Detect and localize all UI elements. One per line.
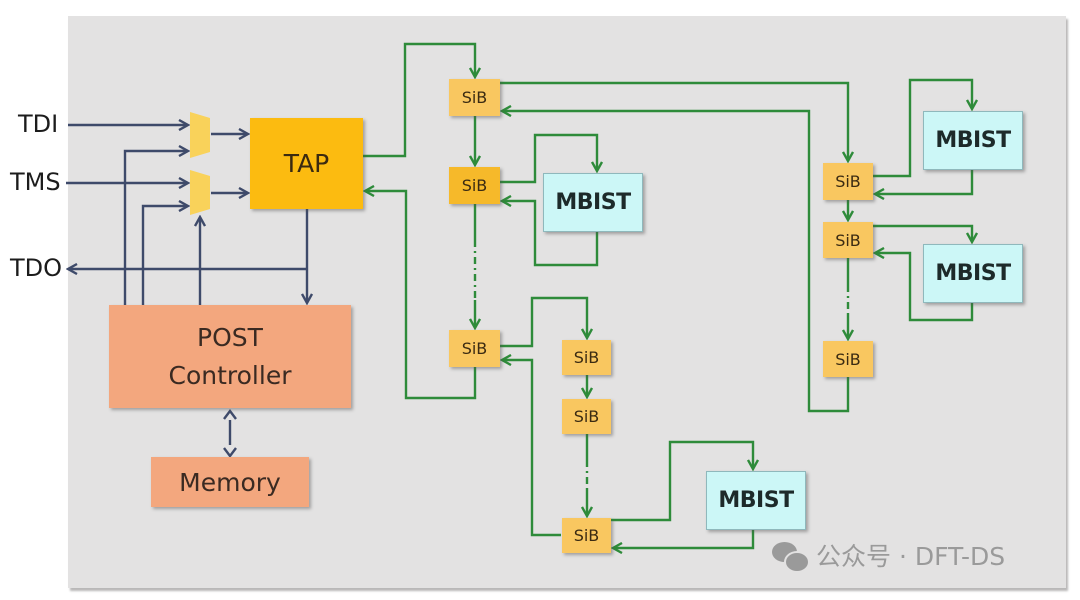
sib-block-8: SiB: [823, 222, 873, 258]
pin-tdi-label: TDI: [18, 110, 59, 138]
mbist-label: MBIST: [555, 190, 631, 215]
wechat-icon: [770, 540, 810, 573]
mbist-block-2: MBIST: [923, 111, 1023, 170]
sib-block-2: SiB: [449, 167, 500, 204]
mbist-label: MBIST: [935, 128, 1011, 153]
watermark: 公众号 · DFT-DS: [770, 537, 1005, 573]
memory-block: Memory: [151, 457, 309, 507]
tap-block: TAP: [250, 118, 363, 209]
sib-label: SiB: [461, 176, 488, 195]
sib-label: SiB: [835, 230, 861, 250]
mbist-block-1: MBIST: [543, 173, 643, 232]
memory-label: Memory: [179, 467, 281, 497]
sib-label: SiB: [461, 88, 488, 107]
sib6-to-mbist4: [611, 440, 753, 522]
post-to-mux1: [123, 151, 188, 305]
mbist-block-3: MBIST: [923, 244, 1023, 303]
sib-label: SiB: [835, 349, 861, 369]
sib6-return-to-sib3: [502, 360, 561, 537]
sib-block-6: SiB: [562, 518, 611, 553]
sib-block-7: SiB: [823, 163, 873, 200]
tap-to-sib1: [363, 42, 475, 158]
mbist-block-4: MBIST: [706, 471, 806, 530]
mbist4-to-sib6: [613, 530, 755, 548]
sib3-to-sib4: [500, 296, 587, 348]
post-memory-arrow-bottom: [223, 447, 237, 458]
pin-tdo-label: TDO: [10, 254, 63, 282]
watermark-text: 公众号 · DFT-DS: [816, 542, 1006, 571]
sib-label: SiB: [573, 407, 600, 426]
sib-label: SiB: [573, 526, 600, 545]
post-memory-arrow-top: [223, 409, 237, 420]
sib-block-1: SiB: [449, 79, 500, 116]
mux-tdi: [190, 112, 210, 158]
mbist-label: MBIST: [935, 261, 1011, 286]
mbist-label: MBIST: [718, 488, 794, 513]
sib9-return-to-sib1: [502, 111, 850, 413]
mux-tms: [190, 170, 210, 215]
sib1-to-sib7: [500, 81, 848, 161]
mbist3-to-sib8: [875, 253, 974, 322]
sib3-return-to-tap: [365, 191, 477, 400]
sib7-to-mbist2: [873, 78, 972, 178]
mbist2-to-sib7: [875, 169, 974, 194]
post-controller-block: POST Controller: [109, 305, 351, 408]
sib-block-4: SiB: [562, 340, 611, 375]
mbist1-to-sib2: [502, 201, 599, 267]
sib-block-3: SiB: [449, 330, 500, 367]
post-controller-line2: Controller: [168, 360, 292, 390]
sib-label: SiB: [461, 339, 488, 358]
sib-label: SiB: [573, 348, 600, 367]
pin-tms-label: TMS: [10, 168, 61, 196]
sib8-to-mbist3: [873, 224, 972, 242]
sib2-to-mbist1: [500, 133, 597, 184]
sib-block-9: SiB: [823, 341, 873, 377]
sib-block-5: SiB: [562, 399, 611, 434]
post-controller-line1: POST: [197, 322, 263, 352]
post-to-mux2: [141, 206, 188, 305]
tap-label: TAP: [283, 149, 330, 178]
sib-label: SiB: [835, 172, 861, 191]
